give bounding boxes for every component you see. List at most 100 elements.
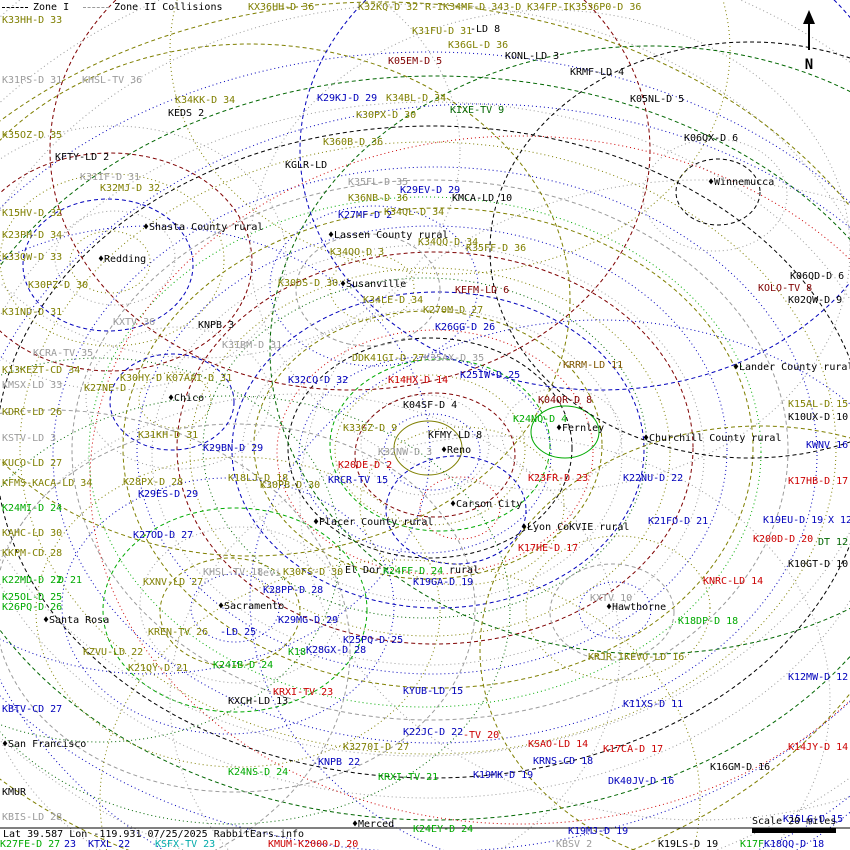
station-label: KXCH-LD 13: [228, 696, 289, 707]
city-label: ♦Reno: [441, 445, 472, 456]
coverage-contour: [52, 166, 818, 744]
coverage-contour: [0, 357, 341, 743]
station-label: K34FP-IK3536P0-D 36: [527, 2, 642, 13]
coverage-contour: [383, 413, 481, 491]
station-label: K30PZ-D 30: [28, 280, 89, 291]
station-label: KXNV-LD 27: [143, 577, 204, 588]
station-label: K32NW-D 3: [378, 447, 433, 458]
station-label: -TV 20: [463, 730, 500, 741]
station-label: K24EY-D 24: [413, 824, 474, 835]
coverage-contour: [19, 141, 837, 755]
coverage-contour: [54, 210, 176, 306]
coverage-contour: [276, 329, 594, 575]
city-label: ♦Churchill County rural: [643, 433, 782, 444]
north-arrow-icon: [803, 10, 815, 50]
station-label: K27NE-D: [84, 383, 127, 394]
station-label: K29MG-D 29: [278, 615, 339, 626]
station-label: K13KEZT-CD 34: [2, 365, 81, 376]
station-label: KAHC-LD 30: [2, 528, 63, 539]
station-label: K15LG-D 15: [783, 814, 844, 825]
station-label: K27MF-D 2: [338, 210, 393, 221]
scale-bar: [752, 828, 836, 833]
station-label: K3270I-D 27: [343, 742, 410, 753]
station-label: K31BM-D 31: [222, 340, 283, 351]
station-label: -LD 8: [470, 24, 501, 35]
city-label: ♦Lassen County rural: [328, 230, 449, 241]
station-label: rural: [449, 565, 480, 576]
station-label: K22NU-D 22: [623, 473, 684, 484]
legend-zone2-label: Zone II Collisions: [114, 2, 223, 13]
station-label: D 21: [58, 575, 83, 586]
city-label: ♦Lander County rural: [733, 362, 850, 373]
legend-zone2: Zone II Collisions: [83, 2, 223, 14]
station-label: K15HV-D 32: [2, 208, 63, 219]
coverage-contour: [169, 435, 831, 850]
city-label: ♦Hawthorne: [606, 602, 667, 613]
coverage-contour: [231, 291, 645, 609]
coverage-contour: [202, 277, 648, 619]
station-label: -LD 25: [220, 627, 257, 638]
station-label: KREN-TV 26: [148, 627, 209, 638]
station-label: K25IW-D 25: [460, 370, 521, 381]
station-label: K29BN-D 29: [203, 443, 264, 454]
station-label: K270M-D 27: [423, 305, 484, 316]
coverage-contour: [22, 198, 194, 332]
coverage-contour: [253, 310, 603, 580]
city-label: ♦San Francisco: [2, 739, 87, 750]
station-label: KSTV-LD 3: [2, 433, 57, 444]
coverage-contour: [530, 405, 600, 459]
station-label: KNPB 22: [318, 757, 361, 768]
station-label: K31IF-D 31: [80, 172, 141, 183]
coverage-contour: [49, 0, 651, 391]
city-label: ♦Placer County rural: [313, 517, 434, 528]
coverage-contour: [89, 135, 850, 825]
station-label: K21QY-D 21: [128, 663, 189, 674]
coverage-contour: [329, 358, 551, 532]
city-label: ♦Sacramento: [218, 601, 285, 612]
station-label: K31ND-D 31: [2, 307, 63, 318]
station-label: KGLR-LD: [285, 160, 328, 171]
coverage-contour: [136, 225, 728, 675]
map-scale: Scale 20 miles: [752, 816, 842, 833]
station-label: K31FU-D 31: [412, 26, 473, 37]
station-label: K29KJ-D 29: [317, 93, 378, 104]
coverage-contour: [0, 0, 461, 359]
station-label: K27OD-D 27: [133, 530, 194, 541]
coverage-contour: [287, 337, 573, 559]
station-label: K04SF-D 4: [403, 400, 458, 411]
coverage-contour: [102, 507, 368, 713]
coverage-contour: [109, 353, 235, 451]
station-label: K18QQ-D 18: [764, 839, 825, 850]
station-label: KBTV-CD 27: [2, 704, 63, 715]
station-label: KRNS-CD 18: [533, 756, 594, 767]
coverage-contour: [419, 476, 501, 540]
station-label: KHSL-TV 18: [203, 567, 264, 578]
station-label: K30PX-D 30: [356, 110, 417, 121]
coverage-contour: [69, 230, 151, 294]
station-label: K28PX-D 28: [123, 477, 184, 488]
coverage-contour: [249, 319, 850, 850]
station-label: K27FE-D 27: [0, 839, 61, 850]
compass-n-label: N: [804, 57, 814, 73]
station-label: K25OL-D 25: [2, 592, 63, 603]
station-label: KMSX-LD 33: [2, 380, 63, 391]
station-label: K06QX-D 6: [684, 133, 739, 144]
station-label: K10GT-D 10: [788, 559, 849, 570]
coverage-contour: [61, 477, 395, 735]
station-label: K31KH-D 31: [138, 430, 199, 441]
station-label: KFTY-LD 2: [55, 152, 110, 163]
station-label: K31PS-D 31: [2, 75, 63, 86]
station-label: K24NQ-D 4: [513, 414, 568, 425]
station-label: KBSV 2: [556, 839, 593, 850]
station-label: K26PQ-D 26: [2, 602, 63, 613]
station-label: K32KQ-D 32: [358, 2, 419, 13]
station-label: KTXL 22: [88, 839, 131, 850]
coverage-contour: [0, 395, 511, 825]
station-label: KKPM-CD 28: [2, 548, 63, 559]
station-label: K35FL-D 35: [348, 177, 409, 188]
station-label: KUCO-LD 27: [2, 458, 63, 469]
station-label: K33GZ-D 9: [343, 423, 398, 434]
station-label: DDK41GI-D 27: [352, 353, 425, 364]
coverage-contour: [334, 374, 526, 526]
